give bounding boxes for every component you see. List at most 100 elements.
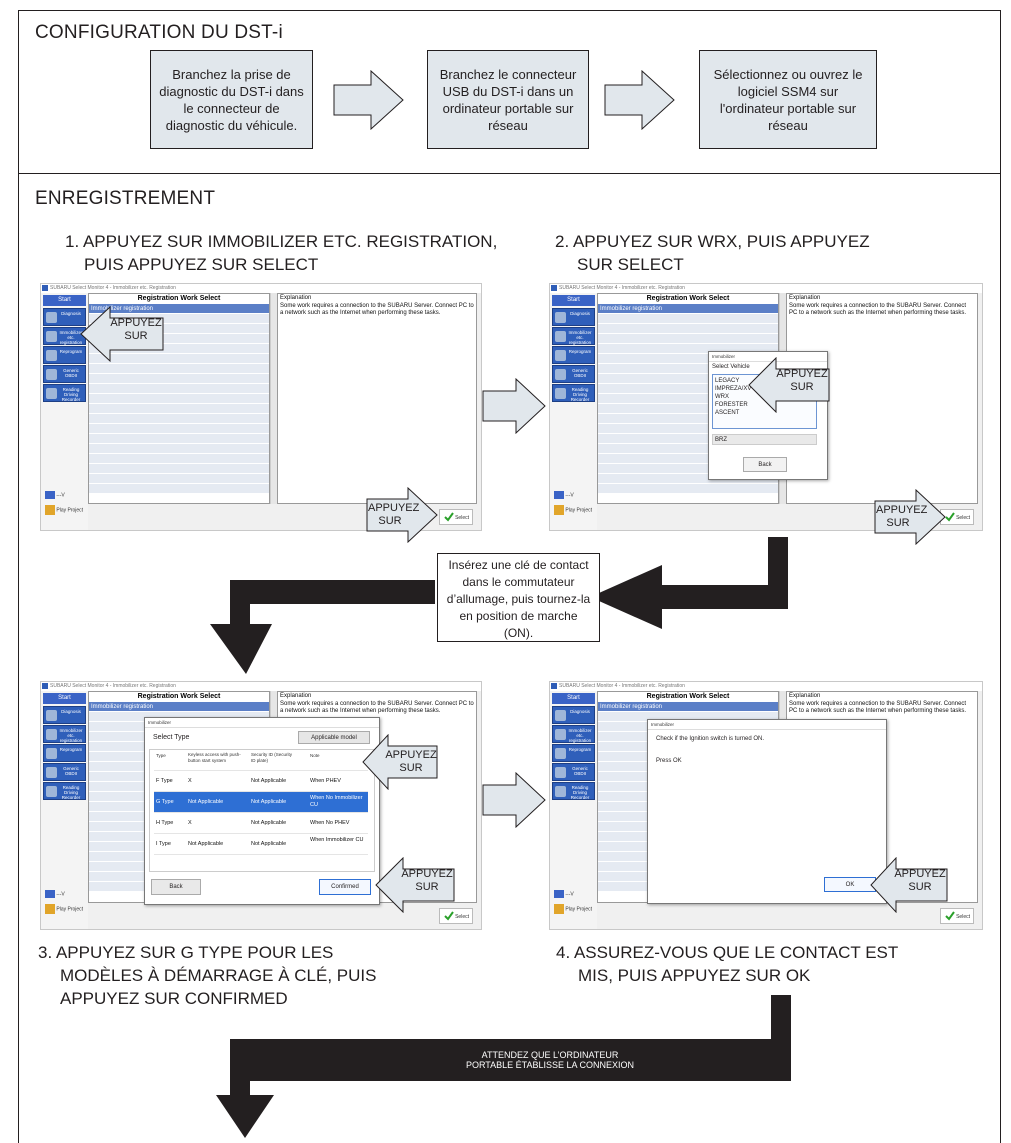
vehicle-item[interactable]: FORESTER bbox=[715, 402, 748, 408]
step-1-line-1: 1. APPUYEZ SUR IMMOBILIZER ETC. REGISTRA… bbox=[65, 232, 498, 251]
nav-diagnosis[interactable]: Diagnosis bbox=[43, 308, 86, 326]
nav-diagnosis[interactable]: Diagnosis bbox=[552, 706, 595, 724]
list-item bbox=[89, 364, 269, 374]
reprogram-icon bbox=[46, 748, 57, 759]
frame-right bbox=[1000, 10, 1001, 1143]
check-icon bbox=[945, 911, 955, 921]
nav-reprogram-label: Reprogram bbox=[568, 349, 592, 354]
list-item bbox=[89, 384, 269, 394]
flow-arrow-down-icon bbox=[210, 580, 435, 674]
applicable-model-button[interactable]: Applicable model bbox=[298, 731, 370, 744]
press-hint-line-2: SUR bbox=[124, 330, 148, 342]
config-step-1: Branchez la prise de diagnostic du DST-i… bbox=[150, 50, 313, 149]
nav-reprogram[interactable]: Reprogram bbox=[552, 744, 595, 762]
nav-immobilizer[interactable]: Immobilizer etc. registration bbox=[43, 327, 86, 345]
immobilizer-icon bbox=[46, 729, 57, 740]
nav-reprogram[interactable]: Reprogram bbox=[43, 744, 86, 762]
list-item bbox=[598, 474, 778, 484]
type-row-h[interactable]: H Type X Not Applicable When No PHEV bbox=[154, 813, 368, 834]
select-button[interactable]: Select bbox=[439, 908, 473, 924]
nav-immobilizer[interactable]: Immobilizer etc. registration bbox=[43, 725, 86, 743]
dialog-title: Immobilizer bbox=[648, 720, 886, 730]
list-item-immobilizer[interactable]: Immobilizer registration bbox=[598, 702, 778, 712]
wait-note-line-1: ATTENDEZ QUE L’ORDINATEUR bbox=[481, 1050, 619, 1060]
play-icon bbox=[554, 904, 564, 914]
nav-reprogram[interactable]: Reprogram bbox=[43, 346, 86, 364]
play-project-button[interactable]: Play Project bbox=[554, 505, 594, 519]
play-project-button[interactable]: Play Project bbox=[45, 505, 85, 519]
explanation-label: Explanation bbox=[789, 295, 821, 301]
list-item-immobilizer[interactable]: Immobilizer registration bbox=[89, 304, 269, 314]
dialog-title: Immobilizer bbox=[145, 718, 379, 728]
app-logo-icon bbox=[551, 683, 557, 689]
wait-note-line-2: PORTABLE ÉTABLISSE LA CONNEXION bbox=[465, 1060, 635, 1070]
nav-recorder[interactable]: Reading Driving Recorder bbox=[552, 384, 595, 402]
explanation-text: Some work requires a connection to the S… bbox=[789, 302, 967, 317]
list-item-immobilizer[interactable]: Immobilizer registration bbox=[89, 702, 269, 712]
play-project-button[interactable]: Play Project bbox=[45, 904, 85, 918]
play-icon bbox=[554, 505, 564, 515]
list-item bbox=[89, 474, 269, 484]
back-button[interactable]: Back bbox=[151, 879, 201, 895]
press-hint-line-2: SUR bbox=[378, 515, 402, 527]
nav-recorder[interactable]: Reading Driving Recorder bbox=[43, 384, 86, 402]
nav-obd[interactable]: Generic OBDII bbox=[552, 365, 595, 383]
select-button[interactable]: Select bbox=[439, 509, 473, 525]
nav-diagnosis[interactable]: Diagnosis bbox=[552, 308, 595, 326]
nav-diagnosis[interactable]: Diagnosis bbox=[43, 706, 86, 724]
right-arrow-icon bbox=[366, 486, 438, 544]
list-scrollbar[interactable] bbox=[270, 293, 277, 504]
list-item bbox=[598, 344, 778, 354]
app-logo-icon bbox=[42, 683, 48, 689]
select-button[interactable]: Select bbox=[940, 908, 974, 924]
confirmed-button[interactable]: Confirmed bbox=[319, 879, 371, 895]
select-type-label: Select Type bbox=[153, 734, 190, 741]
screenshot-step-4: SUBARU Select Monitor 4 - Immobilizer et… bbox=[549, 681, 983, 930]
voltage-readout: ---V bbox=[554, 491, 594, 505]
vehicle-item[interactable]: IMPREZA/XV bbox=[715, 386, 752, 392]
voltage-value: ---V bbox=[56, 492, 65, 499]
play-project-label: Play Project bbox=[565, 906, 593, 913]
list-item bbox=[598, 464, 778, 474]
check-icon bbox=[444, 512, 454, 522]
car-icon bbox=[554, 890, 564, 898]
window-title: SUBARU Select Monitor 4 - Immobilizer et… bbox=[50, 285, 176, 291]
sidebar: Start Diagnosis Immobilizer etc. registr… bbox=[550, 691, 597, 929]
nav-immobilizer[interactable]: Immobilizer etc. registration bbox=[552, 327, 595, 345]
keyless-value: Not Applicable bbox=[188, 841, 224, 847]
nav-obd[interactable]: Generic OBDII bbox=[552, 763, 595, 781]
nav-reprogram[interactable]: Reprogram bbox=[552, 346, 595, 364]
play-project-button[interactable]: Play Project bbox=[554, 904, 594, 918]
vehicle-item[interactable]: ASCENT bbox=[715, 410, 740, 416]
frame-top bbox=[18, 10, 1001, 11]
vehicle-item[interactable]: LEGACY bbox=[715, 378, 740, 384]
vehicle-item-wrx[interactable]: WRX bbox=[715, 394, 729, 400]
nav-immobilizer[interactable]: Immobilizer etc. registration bbox=[552, 725, 595, 743]
ok-button[interactable]: OK bbox=[824, 877, 876, 892]
list-item-immobilizer[interactable]: Immobilizer registration bbox=[598, 304, 778, 314]
step-2-label: 2. APPUYEZ SUR WRX, PUIS APPUYEZ SUR SEL… bbox=[555, 230, 870, 276]
select-button-label: Select bbox=[455, 515, 469, 521]
type-row-g[interactable]: G Type Not Applicable Not Applicable Whe… bbox=[154, 792, 368, 813]
list-item bbox=[89, 434, 269, 444]
list-item bbox=[89, 414, 269, 424]
nav-obd[interactable]: Generic OBDII bbox=[43, 365, 86, 383]
back-button[interactable]: Back bbox=[743, 457, 787, 472]
explanation-label: Explanation bbox=[789, 693, 821, 699]
nav-obd[interactable]: Generic OBDII bbox=[43, 763, 86, 781]
press-hint-line-2: SUR bbox=[790, 381, 814, 393]
vehicle-item[interactable]: BRZ bbox=[712, 434, 817, 445]
nav-recorder[interactable]: Reading Driving Recorder bbox=[43, 782, 86, 800]
flow-arrow-left-icon bbox=[590, 537, 788, 629]
type-row-i[interactable]: I Type Not Applicable Not Applicable Whe… bbox=[154, 834, 368, 855]
type-header: Type bbox=[156, 753, 166, 758]
diagnosis-icon bbox=[46, 710, 57, 721]
type-name: H Type bbox=[156, 820, 174, 826]
nav-recorder[interactable]: Reading Driving Recorder bbox=[552, 782, 595, 800]
config-step-1-text: Branchez la prise de diagnostic du DST-i… bbox=[159, 66, 304, 133]
type-row-f[interactable]: F Type X Not Applicable When PHEV bbox=[154, 771, 368, 792]
